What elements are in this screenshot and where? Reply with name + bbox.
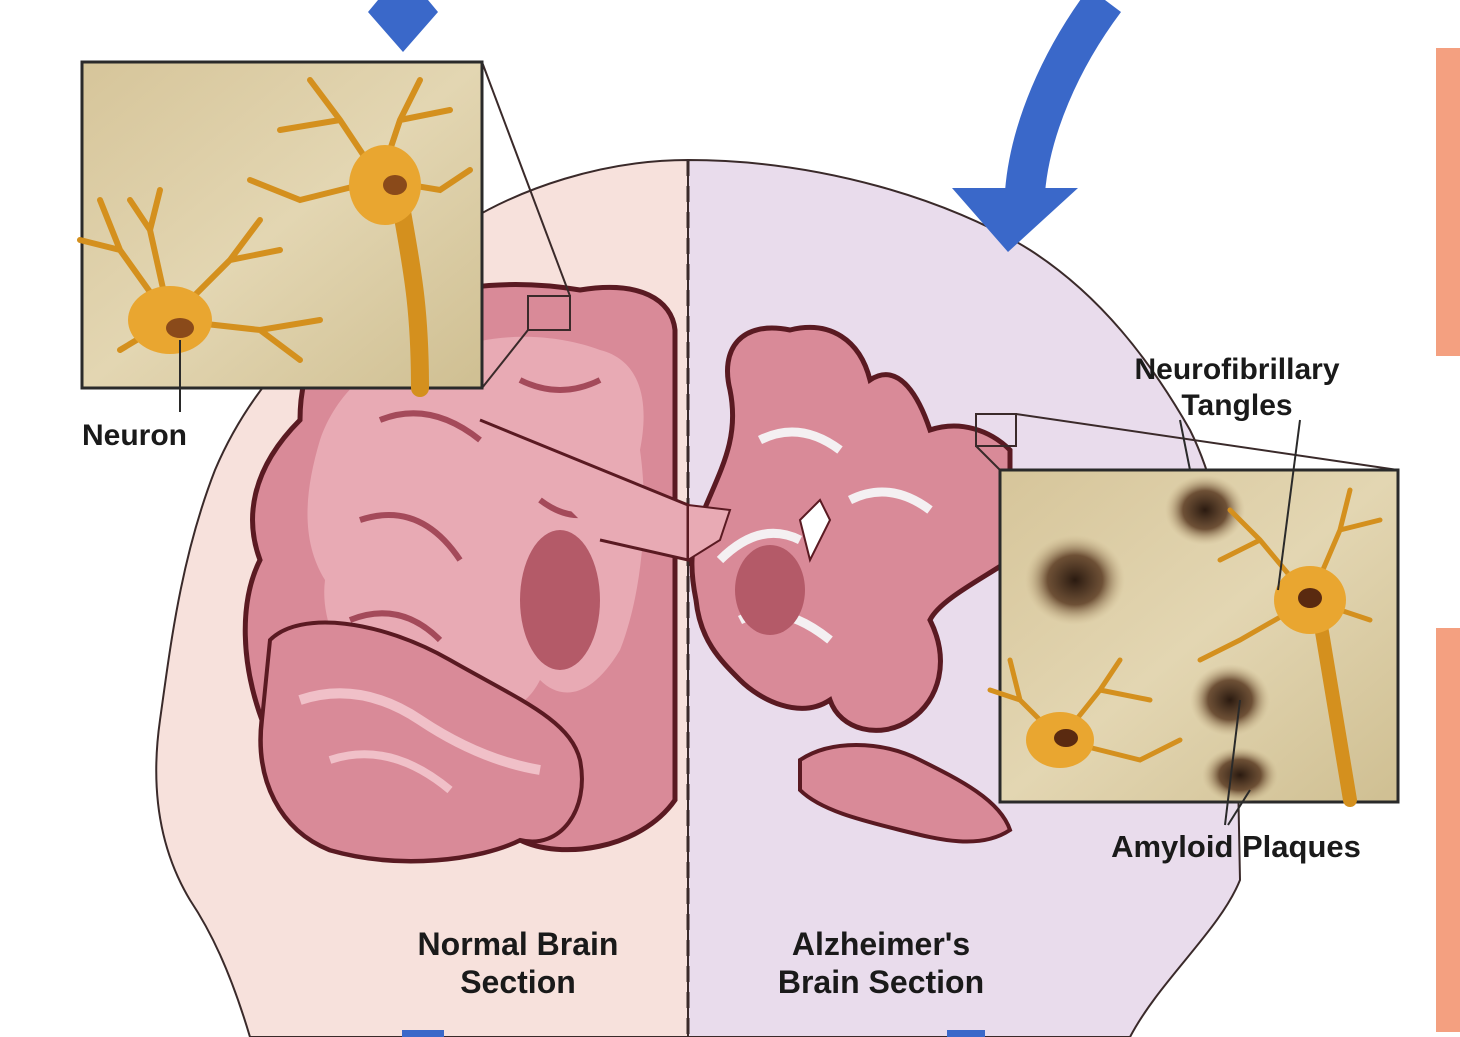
bottom-mark-right xyxy=(947,1030,985,1037)
neuron-label: Neuron xyxy=(82,418,187,454)
normal-label-line2: Section xyxy=(378,963,658,1001)
normal-neuron-inset xyxy=(80,62,482,412)
blank-top-box xyxy=(548,32,888,134)
amyloid-plaque-3 xyxy=(1190,664,1270,736)
normal-brain-label: Normal Brain Section xyxy=(378,925,658,1002)
side-panel-bottom xyxy=(1436,628,1460,1032)
alzheimer-brain-label: Alzheimer's Brain Section xyxy=(736,925,1026,1002)
down-arrow-icon xyxy=(368,0,438,52)
amyloid-plaque-4 xyxy=(1202,747,1278,803)
alzheimer-inset xyxy=(990,420,1398,825)
alz-label-line1: Alzheimer's xyxy=(736,925,1026,963)
amyloid-plaques-label: Amyloid Plaques xyxy=(1066,828,1406,865)
bottom-mark-left xyxy=(402,1030,444,1037)
tangles-label-line1: Neurofibrillary xyxy=(1092,352,1382,388)
side-panel-top xyxy=(1436,48,1460,356)
amyloid-plaque-1 xyxy=(1025,535,1125,625)
neurofibrillary-tangles-label: Neurofibrillary Tangles xyxy=(1092,352,1382,424)
normal-label-line1: Normal Brain xyxy=(378,925,658,963)
healthy-neuron-1 xyxy=(128,286,212,354)
curved-arrow-icon xyxy=(952,0,1105,252)
tangles-label-line2: Tangles xyxy=(1092,388,1382,424)
alz-label-line2: Brain Section xyxy=(736,963,1026,1001)
